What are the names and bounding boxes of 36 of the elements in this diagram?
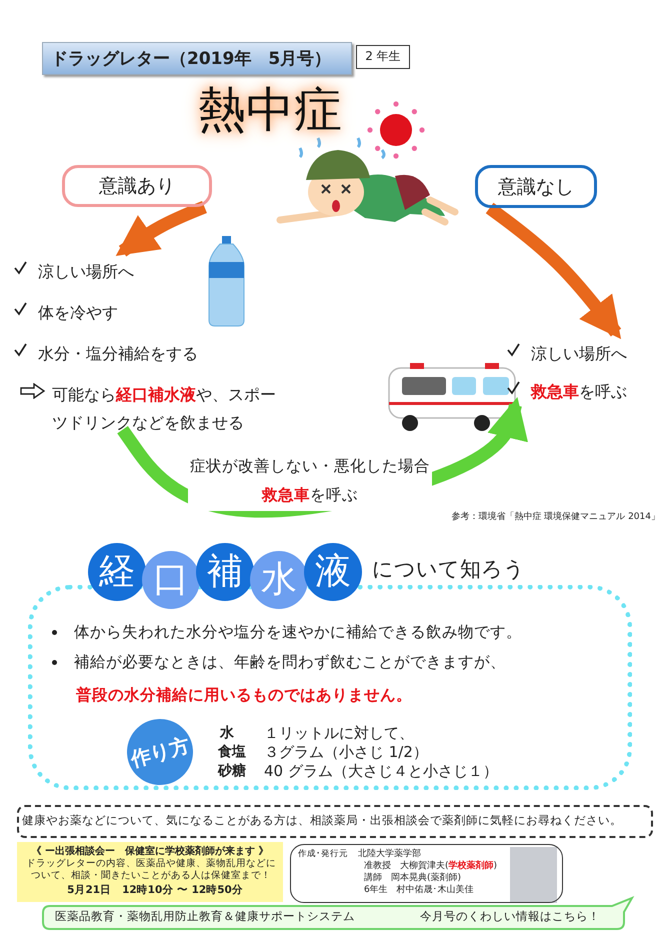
credit-text: 6年生 村中佑晟･木山美佳	[364, 885, 475, 896]
ingredient-name: 水	[218, 724, 235, 742]
heading-text: について知ろう	[372, 556, 526, 583]
list-item: 体を冷やす	[38, 302, 118, 324]
notice-text: 健康やお薬などについて、気になることがある方は、相談薬局・出張相談会で薬剤師に気軽にお尋ねください。	[22, 813, 622, 828]
ingredient-amount: 40 グラム（大さじ４と小さじ１）	[264, 762, 499, 782]
event-time: 5月21日 12時10分 〜 12時50分	[66, 884, 244, 898]
callout-text: 今月号のくわしい情報はこちら！	[420, 909, 600, 924]
ingredient-amount: １リットルに対して、	[264, 724, 415, 744]
grade-tag: 2 年生	[356, 45, 410, 69]
status-label: 意識あり	[99, 174, 175, 199]
list-item: 水分・塩分補給をする	[38, 343, 198, 365]
event-heading: 《 ー出張相談会ー 保健室に学校薬剤師が来ます 》	[30, 845, 270, 858]
list-item: 可能なら経口補水液や、スポーツドリンクなどを飲ませる	[52, 384, 277, 434]
thick-arrow	[116, 200, 207, 257]
ingredient-name: 食塩	[216, 743, 247, 762]
list-item: 救急車を呼ぶ	[531, 381, 627, 403]
ingredient-name: 砂糖	[216, 762, 247, 780]
bullet-text: 補給が必要なときは、年齢を問わず飲むことができますが、	[74, 652, 507, 672]
status-box	[475, 165, 597, 208]
callout-text: 医薬品教育・薬物乱用防止教育＆健康サポートシステム	[55, 909, 355, 924]
credit-text: 講師 岡本晃典(薬剤師)	[364, 873, 462, 884]
list-item: 涼しい場所へ	[38, 261, 134, 283]
credit-text: 准教授 大柳賀津夫(学校薬剤師)	[364, 861, 498, 872]
reference-note: 参考：環境省「熱中症 環境保健マニュアル 2014」	[450, 512, 660, 524]
bullet-text: 体から失われた水分や塩分を速やかに補給できる飲み物です。	[74, 622, 523, 642]
ingredient-amount: ３グラム（小さじ 1/2）	[264, 743, 429, 762]
event-text: ドラッグレターの内容、医薬品や健康、薬物乱用などについて、相談・聞きたいことがある人は保健室まで！	[25, 858, 277, 882]
status-box	[62, 165, 212, 207]
warning-text: 普段の水分補給に用いるものではありません。	[76, 685, 413, 706]
credit-text: 作成･発行元	[298, 849, 349, 860]
header-banner: ドラッグレター（2019年 5月号）	[42, 42, 352, 75]
list-item: 涼しい場所へ	[531, 343, 627, 365]
title: 熱中症	[197, 81, 343, 140]
status-label: 意識なし	[498, 174, 574, 200]
credit-text: 北陸大学薬学部	[358, 849, 422, 860]
